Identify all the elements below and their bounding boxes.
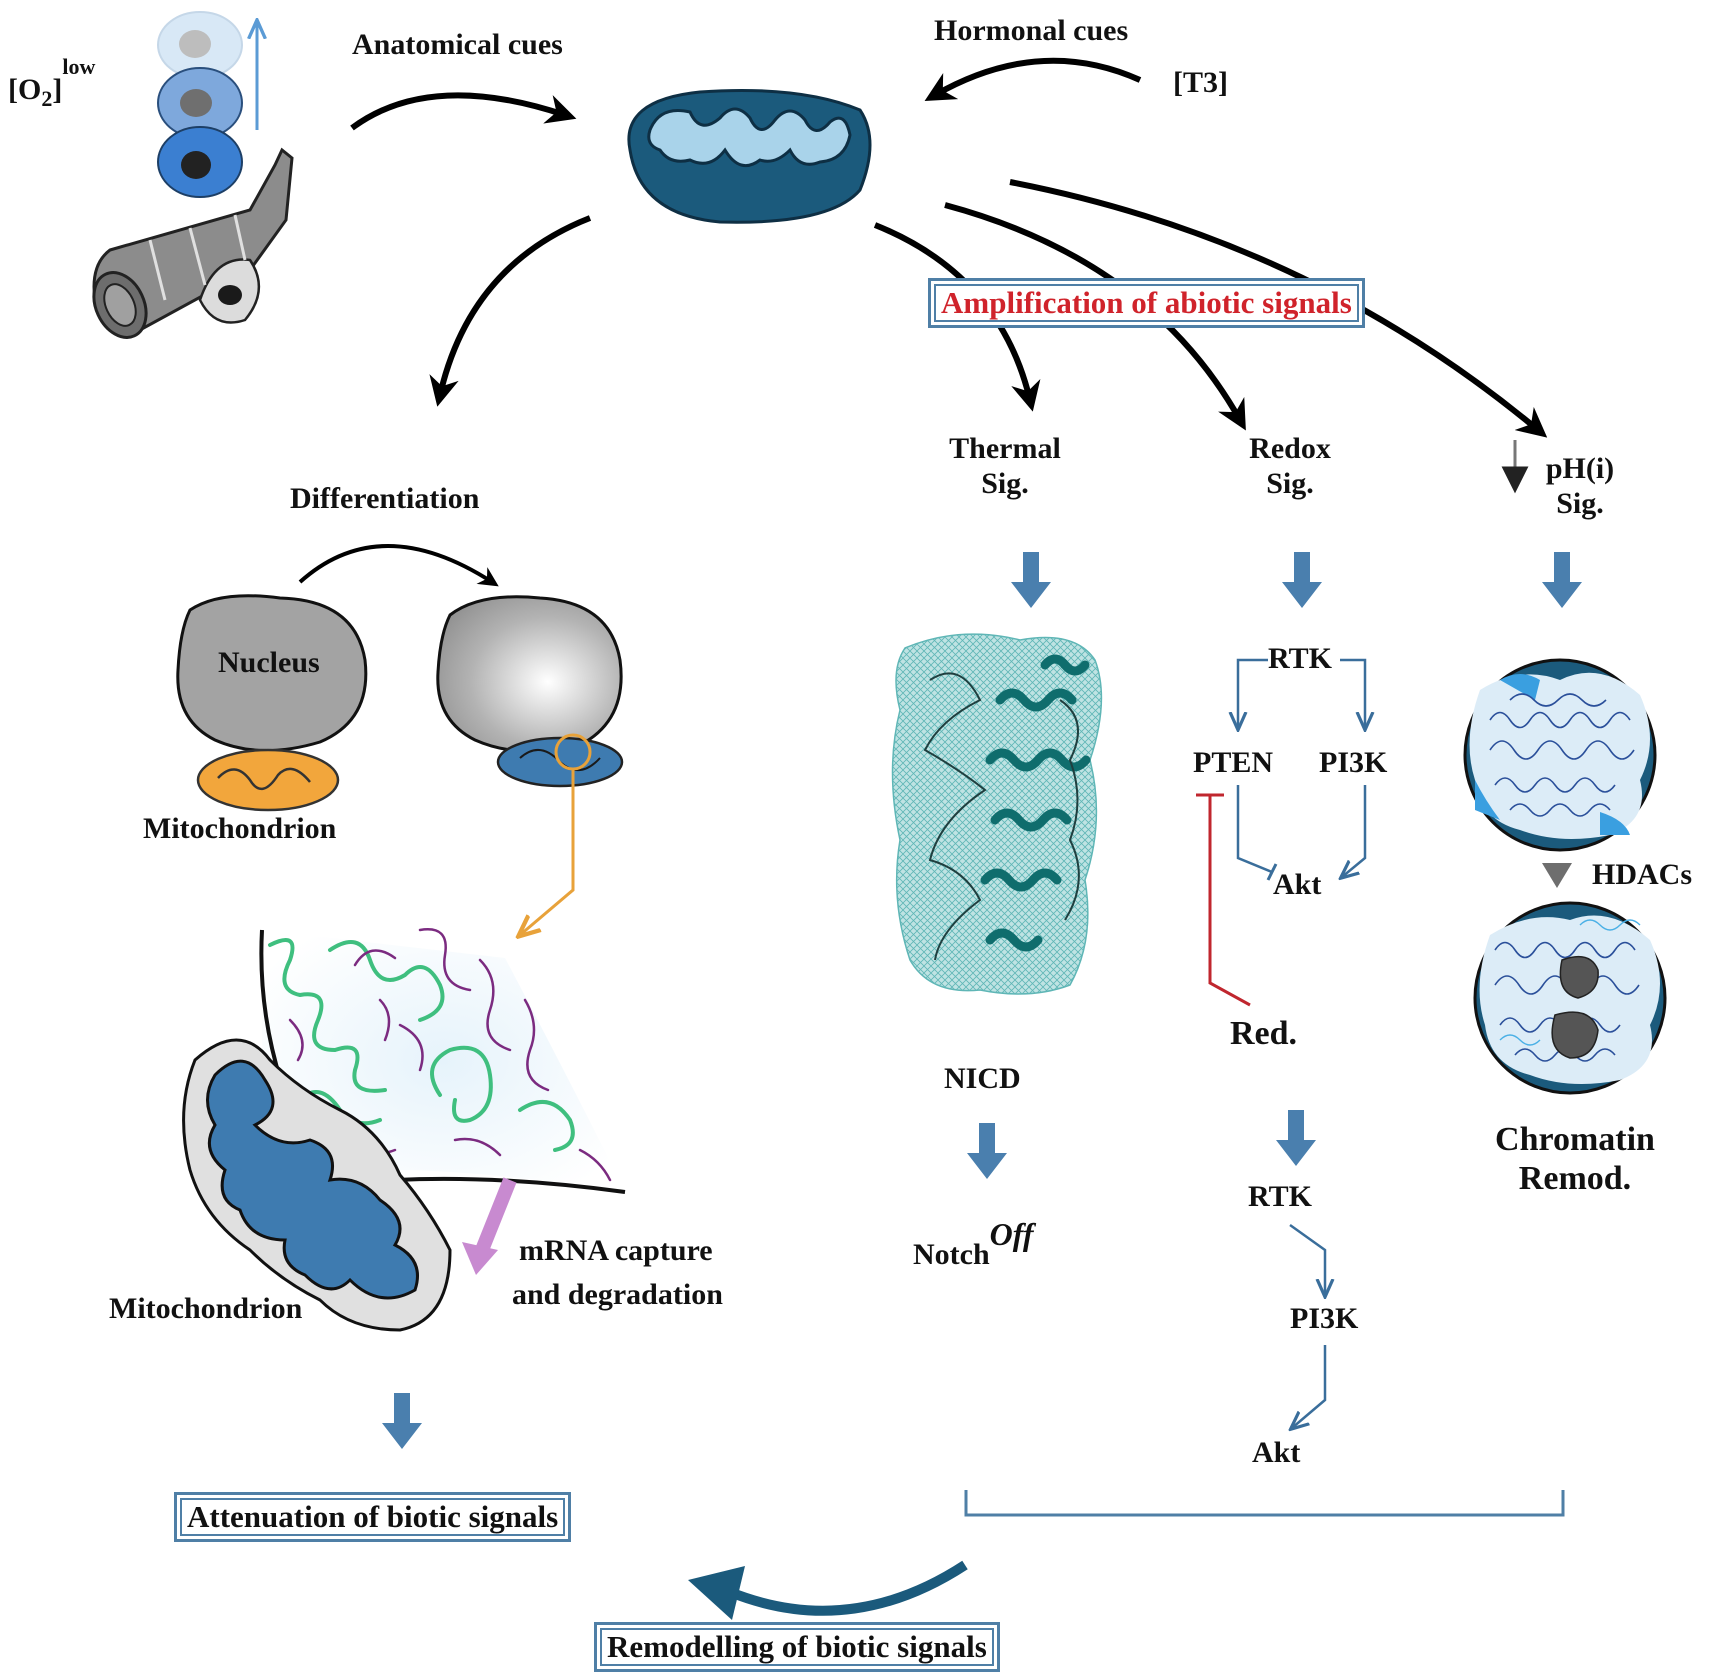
block-arrow-red [1276,1110,1316,1166]
differentiation-path-arrow [429,215,592,407]
remodelling-box: Remodelling of biotic signals [594,1622,1000,1672]
anatomical-cues-arrow [350,92,577,131]
nicd-protein-icon [891,633,1103,995]
redox-pathway [1236,658,1367,1428]
rtk-to-pi3k-bottom [1289,1223,1325,1295]
ph-line1: pH(i) [1545,452,1615,485]
rtk-top-label: RTK [1268,642,1332,675]
mrna-degradation-arrow [471,1177,517,1263]
block-arrow-redox [1282,552,1322,608]
red-inhibits-pten [1196,793,1251,1007]
rtk-to-pi3k [1340,658,1365,728]
pten-inhibits-akt [1236,785,1273,874]
akt-bottom-label: Akt [1252,1436,1301,1469]
thermal-sig-label: Thermal Sig. [925,432,1085,501]
oxygen-main: [O [8,73,42,106]
differentiation-label: Differentiation [290,482,480,515]
red-label: Red. [1230,1015,1298,1052]
block-arrows [382,552,1582,1449]
oxygen-sub: 2 [41,86,53,111]
mitochondrion-label-top: Mitochondrion [143,812,337,845]
redox-line2: Sig. [1266,466,1314,500]
chromatin-line1: Chromatin [1495,1121,1655,1158]
block-arrow-ph [1542,552,1582,608]
mitochondrion-zoom-icon [182,1038,452,1332]
mitochondrion-orange-icon [196,748,340,812]
amplification-box: Amplification of abiotic signals [928,278,1365,328]
pi3k-to-akt-bottom [1292,1345,1327,1428]
notch-label: NotchOff [913,1216,1034,1273]
oxygen-sup: low [62,54,96,79]
nicd-label: NICD [944,1062,1021,1095]
chromatin-open-icon [1463,658,1657,852]
notch-sup: Off [989,1216,1034,1252]
block-arrow-nicd [967,1123,1007,1179]
attenuation-box: Attenuation of biotic signals [174,1492,572,1542]
mitochondrion-blue-icon [496,733,624,788]
pathways-bracket [964,1490,1565,1517]
hormonal-cues-label: Hormonal cues [934,14,1129,47]
nucleus-left-icon [176,594,368,753]
hdacs-label: HDACs [1592,858,1693,891]
hormonal-cues-arrow [924,57,1142,101]
nucleus-label: Nucleus [218,646,320,679]
mrna-strands [268,928,612,1182]
chromatin-remod-label: Chromatin Remod. [1460,1120,1690,1198]
pi3k-bottom-label: PI3K [1290,1302,1359,1335]
pten-label: PTEN [1193,746,1274,779]
thermal-line1: Thermal [949,432,1061,465]
redox-sig-label: Redox Sig. [1220,432,1360,501]
stem-cell-stack-icon [157,11,257,198]
anatomical-cues-label: Anatomical cues [352,28,563,61]
notch-text: Notch [913,1238,990,1271]
nucleus-right-icon [436,595,623,753]
block-arrow-thermal [1011,552,1051,608]
block-arrow-attenuation [382,1393,422,1449]
mitochondrion-top-icon [627,88,872,224]
rtk-to-pten [1238,658,1268,728]
redox-line1: Redox [1249,432,1331,465]
akt-top-label: Akt [1273,868,1322,901]
hdacs-arrowhead [1542,863,1572,888]
t3-label: [T3] [1173,66,1228,99]
mrna-label-line1: mRNA capture [519,1234,713,1267]
ph-sig-label: pH(i) Sig. [1520,452,1640,521]
oxygen-close: ] [52,73,63,106]
mitochondrion-label-bottom: Mitochondrion [109,1292,303,1325]
pi3k-to-akt [1342,785,1367,877]
chromatin-line2: Remod. [1518,1160,1632,1198]
differentiation-curve-arrow [298,544,499,587]
thermal-line2: Sig. [981,466,1029,500]
pi3k-top-label: PI3K [1319,746,1388,779]
ph-path-arrow [1009,179,1548,438]
mrna-degradation-arrowhead [462,1242,498,1275]
remodelling-arrow [688,1560,968,1620]
rtk-bottom-label: RTK [1248,1180,1312,1213]
blood-vessel-icon [92,147,294,339]
mrna-label-line2: and degradation [512,1278,723,1311]
ph-line2: Sig. [1556,486,1604,520]
zoom-connector-line [520,770,575,935]
chromatin-condensed-icon [1473,901,1667,1095]
oxygen-label: [O2]low [8,54,95,111]
